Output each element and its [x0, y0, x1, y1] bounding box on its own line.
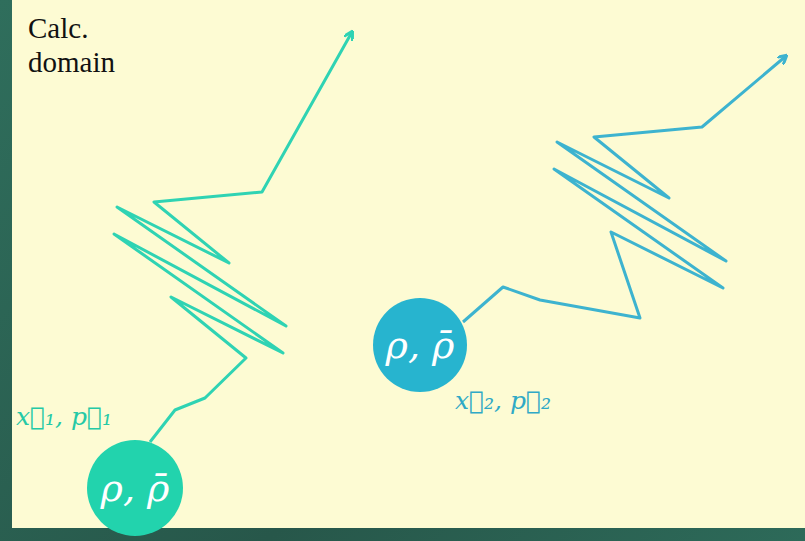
photon-wave: [463, 56, 786, 322]
calc-domain-region: Calc. domain ρ, ρ̄ ρ, ρ̄: [12, 0, 805, 528]
particle-circle: ρ, ρ̄: [87, 440, 183, 536]
particle-circle: ρ, ρ̄: [373, 298, 467, 392]
phase-space-label: x⃗₂, p⃗₂: [455, 386, 551, 416]
density-label: ρ, ρ̄: [101, 469, 170, 507]
photon-wave: [114, 32, 352, 442]
domain-title: Calc. domain: [28, 12, 148, 79]
density-label: ρ, ρ̄: [386, 326, 455, 364]
phase-space-label: x⃗₁, p⃗₁: [16, 402, 112, 432]
